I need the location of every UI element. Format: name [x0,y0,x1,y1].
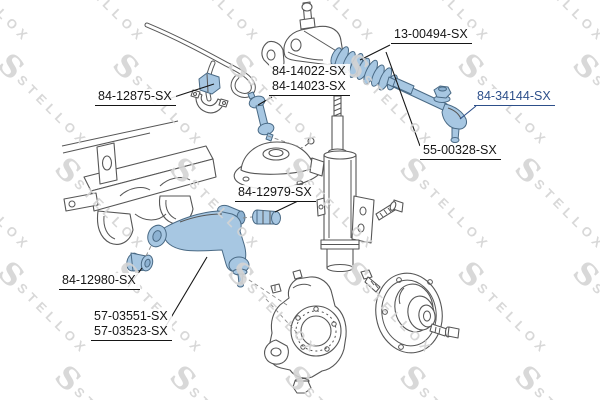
label-arm-bushing-front: 84-12980-SX [59,273,140,290]
label-control-arm: 57-03551-SX 57-03523-SX [91,309,172,341]
stabilizer-bracket-drawing [190,89,229,114]
part-number: 55-00328-SX [423,143,497,157]
label-stabilizer-bushing: 84-12875-SX [95,89,176,106]
strut-drawing [316,95,375,273]
part-number: 84-14023-SX [272,78,346,93]
label-stabilizer-link: 84-14022-SX 84-14023-SX [269,64,350,96]
part-number: 57-03523-SX [94,323,168,338]
hub-shield-drawing [360,269,460,354]
bushing-rear-drawing [252,209,281,225]
part-number: 84-12875-SX [98,89,172,103]
stabilizer-bushing-drawing [198,72,221,95]
label-inner-tie-rod: 55-00328-SX [420,143,501,160]
strut-bolt-drawing [375,199,404,221]
knuckle-drawing [264,269,347,394]
label-tie-rod-end-highlighted[interactable]: 84-34144-SX [474,89,555,106]
part-number: 84-34144-SX [477,89,551,103]
subframe-drawing [61,120,217,245]
control-arm-drawing [147,204,250,288]
stabilizer-link-drawing [247,91,275,142]
label-rack-boot: 13-00494-SX [391,27,472,44]
part-number: 57-03551-SX [94,309,168,323]
part-number: 84-12979-SX [238,185,312,199]
part-number: 84-12980-SX [62,273,136,287]
label-arm-bushing-rear: 84-12979-SX [235,185,316,202]
assembly-dashed-lines [145,135,304,306]
part-number: 84-14022-SX [272,64,346,78]
tie-rod-drawing [386,76,467,143]
bushing-front-drawing [126,252,154,272]
spring-seat-drawing [233,137,325,190]
steering-gear-drawing [261,1,344,71]
steering-boot-drawing [330,46,398,91]
part-number: 13-00494-SX [394,27,468,41]
